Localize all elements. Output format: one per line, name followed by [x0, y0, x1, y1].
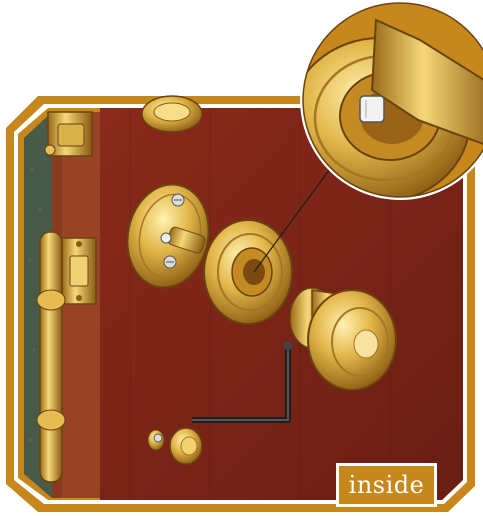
edge-handle-icon	[37, 232, 65, 482]
deadbolt-icon	[45, 112, 92, 156]
latch-plate-icon	[62, 238, 96, 304]
top-rosette-icon	[142, 96, 202, 132]
inside-label: inside	[336, 463, 437, 507]
rosette-icon	[204, 220, 292, 324]
